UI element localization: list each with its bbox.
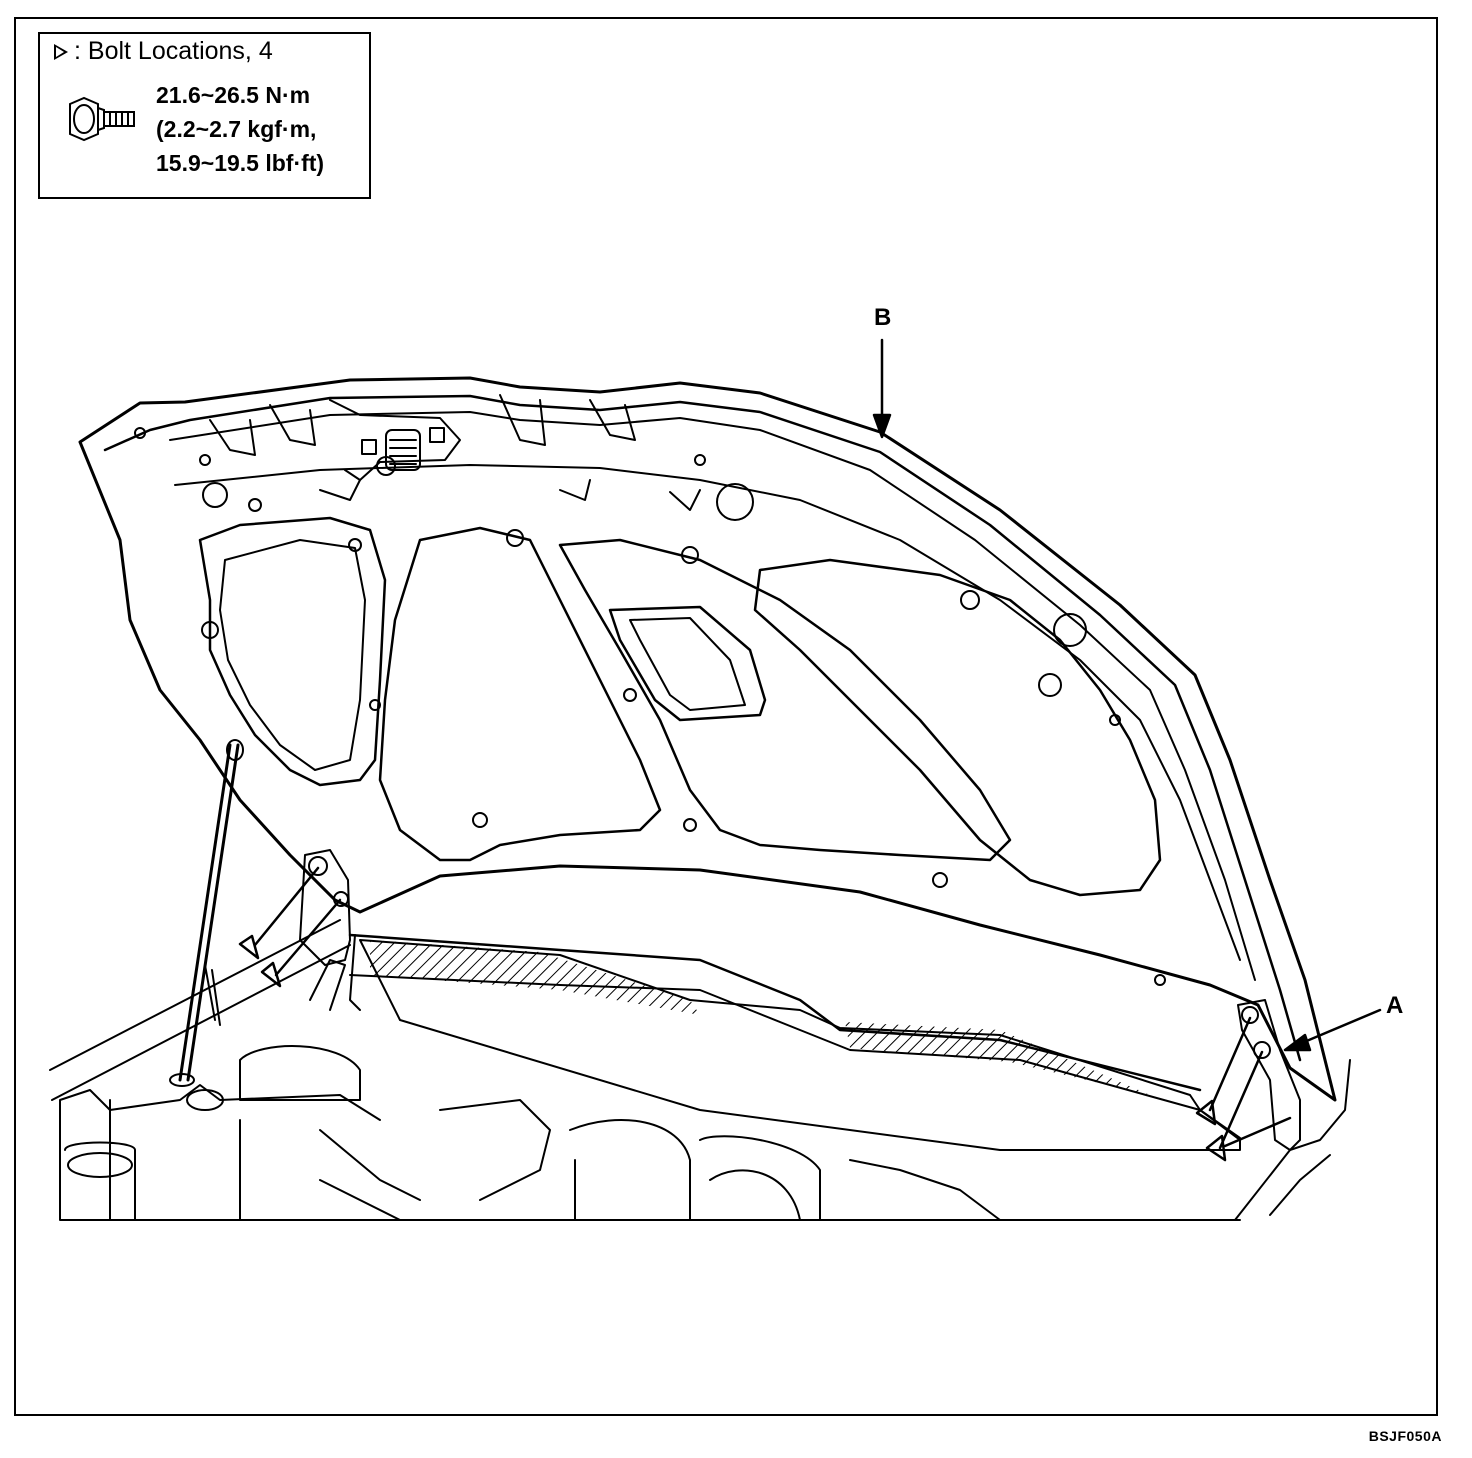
bolt-location-triangle-icon [54, 43, 68, 60]
torque-kgfm: (2.2~2.7 kgf·m, [156, 116, 317, 142]
callout-arrows [872, 338, 1382, 1052]
bolt-markers [238, 866, 1292, 1162]
hood-support-rod [169, 739, 244, 1087]
legend-bolt-locations: : Bolt Locations, 4 [54, 37, 273, 66]
figure-code: BSJF050A [1368, 1428, 1442, 1444]
bolt-icon [69, 96, 135, 142]
legend-box: : Bolt Locations, 4 21.6~26.5 N·m (2.2~2… [38, 32, 371, 199]
figure-frame [14, 17, 1438, 1416]
bolt-locations-text: : Bolt Locations, 4 [74, 37, 273, 65]
torque-nm: 21.6~26.5 N·m [156, 82, 311, 108]
inner-openings [198, 516, 1162, 897]
engine-bay [49, 919, 1351, 1221]
hood-latch [361, 427, 445, 476]
torque-spec: 21.6~26.5 N·m (2.2~2.7 kgf·m, 15.9~19.5 … [156, 78, 324, 180]
reinforcement-ribs [209, 394, 701, 511]
callout-a-label: A [1386, 992, 1404, 1019]
callout-b-label: B [874, 304, 892, 331]
hood-holes [134, 427, 1166, 986]
hinge-right [1237, 999, 1301, 1151]
hinge-left [299, 849, 351, 1011]
hood-panel [78, 376, 1337, 1102]
torque-lbfft: 15.9~19.5 lbf·ft) [156, 150, 325, 176]
